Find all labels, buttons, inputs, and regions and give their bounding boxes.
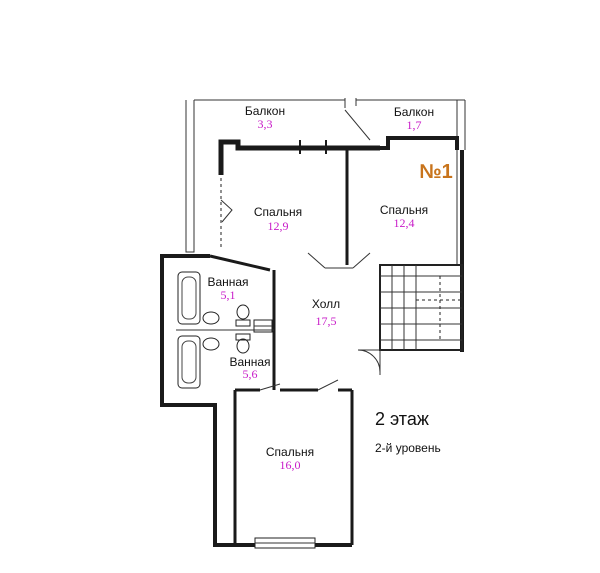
room-area-balcony-right: 1,7 xyxy=(407,118,422,132)
bathtub-upper xyxy=(177,271,201,325)
bottom-window xyxy=(254,537,316,549)
washer-icon xyxy=(253,319,273,333)
room-name-bathroom-1: Ванная xyxy=(207,275,248,289)
room-area-bedroom-3: 16,0 xyxy=(280,458,301,472)
room-name-balcony-left: Балкон xyxy=(245,104,285,118)
toilet-upper-icon xyxy=(235,304,251,327)
room-name-balcony-right: Балкон xyxy=(394,105,434,119)
balcony-right-outline xyxy=(344,98,466,150)
room-name-bathroom-2: Ванная xyxy=(229,355,270,369)
floor-level: 2-й уровень xyxy=(375,441,441,455)
sink-lower-icon xyxy=(202,337,220,351)
room-area-bathroom-1: 5,1 xyxy=(221,288,236,302)
floor-title: 2 этаж xyxy=(375,409,429,429)
bathroom-block-walls xyxy=(160,254,354,547)
balcony-left-outline xyxy=(185,98,346,253)
room-name-hall: Холл xyxy=(312,297,340,311)
room-name-bedroom-1: Спальня xyxy=(254,205,302,219)
toilet-lower-icon xyxy=(235,333,251,354)
room-name-bedroom-2: Спальня xyxy=(380,203,428,217)
hall-doors xyxy=(259,252,371,391)
room-area-bedroom-2: 12,4 xyxy=(394,216,415,230)
room-area-balcony-left: 3,3 xyxy=(258,117,273,131)
room-area-hall: 17,5 xyxy=(316,314,337,328)
room-area-bedroom-1: 12,9 xyxy=(268,219,289,233)
unit-number: №1 xyxy=(419,161,452,183)
room-area-bathroom-2: 5,6 xyxy=(243,367,258,381)
sink-upper-icon xyxy=(202,311,220,325)
room-name-bedroom-3: Спальня xyxy=(266,445,314,459)
staircase xyxy=(357,264,463,375)
bathtub-lower xyxy=(177,335,201,389)
